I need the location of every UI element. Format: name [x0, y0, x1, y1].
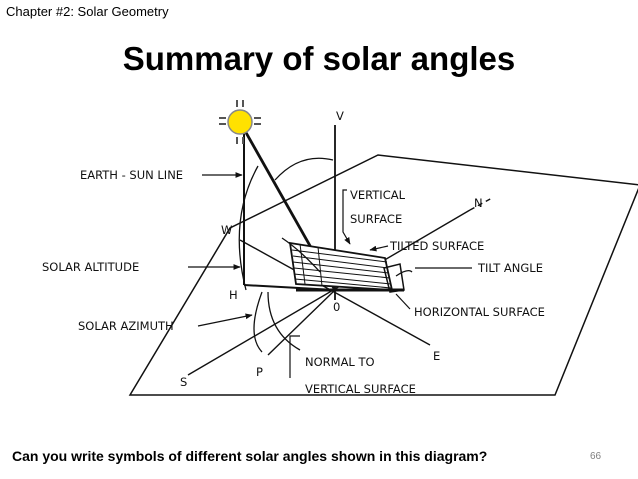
label-vertical-surface: VERTICAL SURFACE: [305, 382, 416, 396]
point-w: W: [221, 223, 232, 237]
label-earth-sun-line: EARTH - SUN LINE: [80, 168, 183, 182]
chapter-label: Chapter #2: Solar Geometry: [6, 4, 169, 19]
horizontal-plane: [128, 154, 638, 396]
solar-altitude-arc: [238, 165, 259, 291]
point-n: N: [474, 196, 483, 210]
label-normal-to: NORMAL TO: [305, 355, 375, 369]
point-e: E: [433, 349, 440, 363]
label-horizontal-surface: HORIZONTAL SURFACE: [414, 305, 545, 319]
label-solar-azimuth: SOLAR AZIMUTH: [78, 319, 174, 333]
point-s: S: [180, 375, 187, 389]
south-north-line: [187, 209, 471, 376]
label-surface: SURFACE: [350, 212, 402, 226]
point-o: 0: [333, 300, 340, 314]
point-p: P: [256, 365, 263, 379]
point-v: V: [336, 109, 344, 123]
label-tilt-angle: TILT ANGLE: [477, 261, 543, 275]
normal-line: [267, 289, 336, 356]
slide-title: Summary of solar angles: [122, 40, 516, 77]
point-h: H: [229, 288, 238, 302]
label-tilted-surface: TILTED SURFACE: [389, 239, 484, 253]
slide-number: 66: [590, 451, 602, 462]
label-vertical: VERTICAL: [350, 188, 406, 202]
question-text: Can you write symbols of different solar…: [12, 448, 488, 464]
sun-icon: [227, 109, 253, 135]
label-solar-altitude: SOLAR ALTITUDE: [42, 260, 139, 274]
solar-azimuth-arc: [253, 291, 263, 353]
